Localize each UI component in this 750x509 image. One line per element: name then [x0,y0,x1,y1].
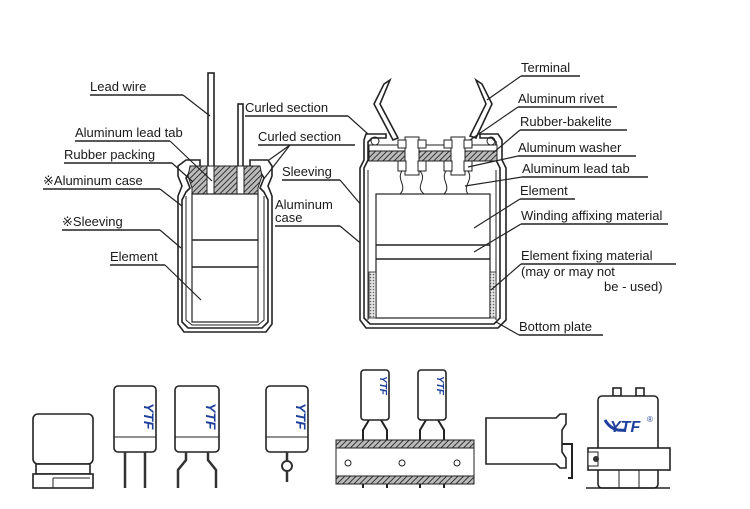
label-bottom-plate: Bottom plate [519,319,592,334]
terminal-left [373,77,400,142]
product-radial-formed: YTF [174,385,220,488]
label-sleeving: ※Sleeving [62,214,123,229]
brand-logo-text: YTF [141,403,157,430]
lead-tab-2 [236,165,245,195]
brand-logo-text: YTF [610,419,641,436]
label-element: Element [110,249,158,264]
label-lead-wire: Lead wire [90,79,146,94]
rubber-packing [187,165,263,195]
product-radial-snap: YTF [265,385,309,482]
element-fixing-left [368,271,377,319]
label-aluminum-rivet: Aluminum rivet [518,91,604,106]
label-element-r: Element [520,183,568,198]
lead-tabs [399,170,471,195]
label-aluminum-washer: Aluminum washer [518,140,622,155]
registered-mark: ® [647,415,653,424]
label-aluminum-case-mid-2: case [275,210,302,225]
terminal-right [468,77,493,139]
right-labels: Terminal Aluminum rivet Rubber-bakelite … [464,60,676,336]
product-radial-straight: YTF [113,385,157,488]
label-element-fixing-2: (may or may not [521,264,615,279]
label-rubber-packing: Rubber packing [64,147,155,162]
label-curled-section-1: Curled section [245,100,328,115]
label-curled-section-2: Curled section [258,129,341,144]
label-aluminum-case: ※Aluminum case [43,173,143,188]
left-labels: Lead wire Curled section Aluminum lead t… [43,79,369,301]
element [191,193,259,323]
label-rubber-bakelite: Rubber-bakelite [520,114,612,129]
product-screw-terminal: YTF ® [586,387,671,489]
element-fixing-right [489,271,497,319]
brand-logo-text: YTF [293,403,309,430]
brand-logo-text: YTF [377,376,388,396]
small-capacitor-section [177,72,273,333]
label-sleeving-mid: Sleeving [282,164,332,179]
label-terminal: Terminal [521,60,570,75]
product-row: YTF YTF YTF YTF YTF [32,369,671,489]
product-axial [485,413,573,479]
element-r [375,193,491,319]
label-aluminum-lead-tab: Aluminum lead tab [75,125,183,140]
screw-terminal-section [359,77,507,329]
label-aluminum-lead-tab-r: Aluminum lead tab [522,161,630,176]
brand-logo-text: YTF [203,403,219,430]
aluminum-case-outline [185,196,265,326]
product-smd-chip [32,413,94,489]
label-winding-affixing: Winding affixing material [521,208,662,223]
brand-logo-text: YTF [434,376,445,396]
product-taped-radial: YTF YTF [335,369,475,488]
lead-wire-long [207,72,215,170]
rubber-bakelite-layer [368,150,498,162]
label-element-fixing-1: Element fixing material [521,248,653,263]
label-element-fixing-3: be - used) [604,279,663,294]
sleeving-outline-r [359,133,507,329]
lead-wire-short [237,103,244,170]
label-aluminum-case-mid-1: Aluminum [275,197,333,212]
